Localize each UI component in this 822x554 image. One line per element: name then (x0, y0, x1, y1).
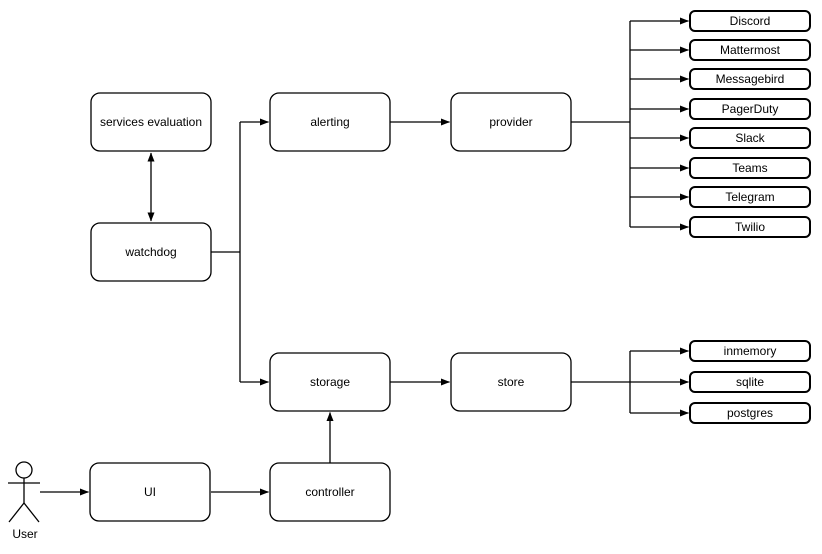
node-storage: storage (269, 352, 391, 412)
alerting-box (269, 92, 391, 152)
postgres-box (689, 402, 811, 424)
watchdog-label: watchdog (124, 245, 176, 259)
node-controller: controller (269, 462, 391, 522)
twilio-box (689, 216, 811, 238)
telegram-label: Telegram (725, 190, 774, 204)
telegram-box (689, 186, 811, 208)
user-actor-leg-left (8, 502, 25, 523)
mattermost-box (689, 39, 811, 61)
node-provider-twilio: Twilio (689, 216, 811, 238)
pagerduty-box (689, 98, 811, 120)
node-provider-slack: Slack (689, 127, 811, 149)
messagebird-label: Messagebird (716, 72, 785, 86)
slack-label: Slack (735, 131, 765, 145)
services-evaluation-label: services evaluation (100, 115, 202, 129)
node-provider-teams: Teams (689, 157, 811, 179)
node-provider-messagebird: Messagebird (689, 68, 811, 90)
sqlite-label: sqlite (736, 375, 764, 389)
provider-label: provider (489, 115, 532, 129)
inmemory-box (689, 340, 811, 362)
node-ui: UI (89, 462, 211, 522)
user-actor-label: User (12, 527, 37, 541)
store-label: store (498, 375, 525, 389)
node-store: store (450, 352, 572, 412)
discord-box (689, 10, 811, 32)
sqlite-box (689, 371, 811, 393)
controller-box (269, 462, 391, 522)
store-box (450, 352, 572, 412)
pagerduty-label: PagerDuty (722, 102, 779, 116)
user-actor-leg-right (23, 502, 40, 523)
discord-label: Discord (730, 14, 771, 28)
node-services-evaluation: services evaluation (90, 92, 212, 152)
teams-label: Teams (732, 161, 767, 175)
services-evaluation-box (90, 92, 212, 152)
watchdog-box (90, 222, 212, 282)
user-actor-head (15, 461, 33, 479)
node-provider-pagerduty: PagerDuty (689, 98, 811, 120)
node-store-postgres: postgres (689, 402, 811, 424)
storage-label: storage (310, 375, 350, 389)
node-watchdog: watchdog (90, 222, 212, 282)
node-provider-discord: Discord (689, 10, 811, 32)
node-provider: provider (450, 92, 572, 152)
node-store-inmemory: inmemory (689, 340, 811, 362)
messagebird-box (689, 68, 811, 90)
storage-box (269, 352, 391, 412)
alerting-label: alerting (310, 115, 349, 129)
node-alerting: alerting (269, 92, 391, 152)
ui-box (89, 462, 211, 522)
provider-box (450, 92, 572, 152)
slack-box (689, 127, 811, 149)
inmemory-label: inmemory (724, 344, 777, 358)
postgres-label: postgres (727, 406, 773, 420)
node-store-sqlite: sqlite (689, 371, 811, 393)
teams-box (689, 157, 811, 179)
controller-label: controller (305, 485, 354, 499)
actor-user: User (8, 461, 40, 541)
twilio-label: Twilio (735, 220, 765, 234)
node-provider-mattermost: Mattermost (689, 39, 811, 61)
node-provider-telegram: Telegram (689, 186, 811, 208)
mattermost-label: Mattermost (720, 43, 781, 57)
ui-label: UI (144, 485, 156, 499)
